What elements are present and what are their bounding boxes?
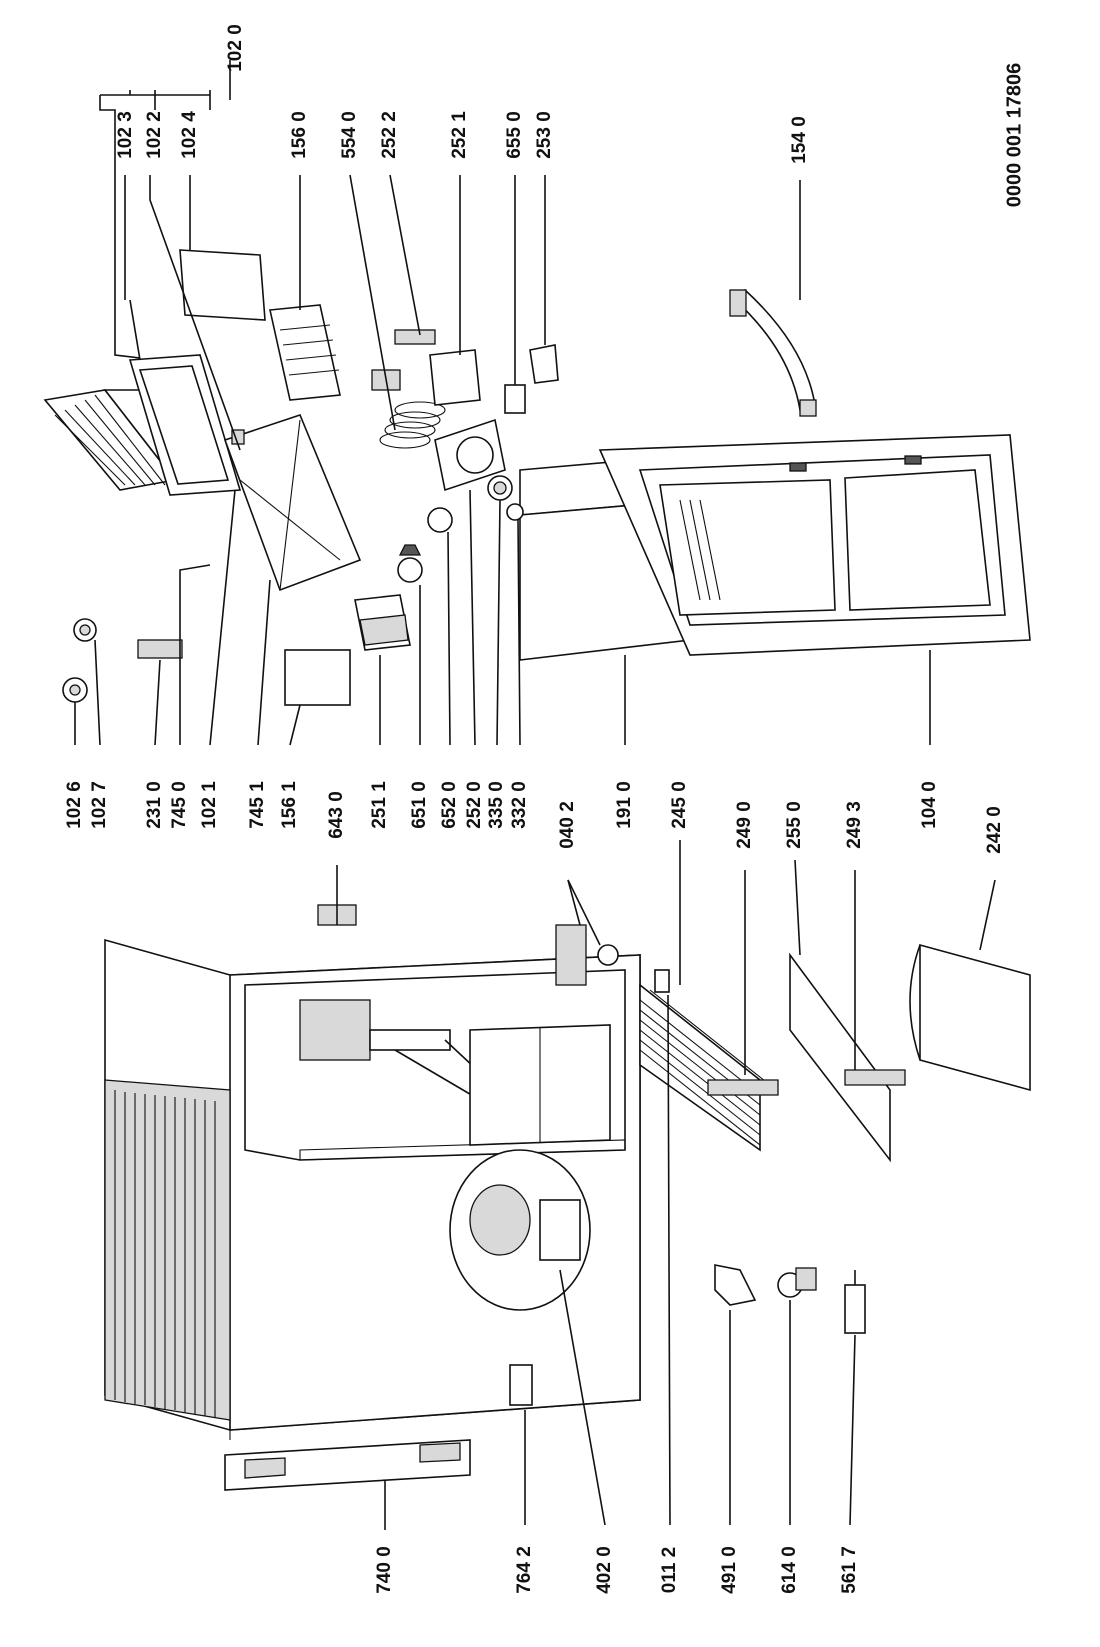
part-label-p1022: 102 2	[144, 111, 165, 159]
part-label-p6520: 652 0	[439, 781, 460, 829]
part-label-p2520: 252 0	[464, 781, 485, 829]
part-label-p1560: 156 0	[289, 111, 310, 159]
part-label-p2310: 231 0	[144, 781, 165, 829]
door-assembly	[598, 434, 1031, 656]
magnet-strip	[137, 639, 183, 659]
part-label-p3320: 332 0	[509, 781, 530, 829]
drawing-number: 0000 001 17806	[1003, 63, 1025, 208]
control-bracket	[429, 349, 481, 406]
glass-shelf	[789, 952, 891, 1163]
thermostat-housing	[434, 418, 506, 492]
door-hinge-bracket	[555, 924, 619, 986]
door-handle	[729, 288, 817, 417]
part-label-p2511: 251 1	[369, 781, 390, 829]
part-label-p7450: 745 0	[169, 781, 190, 829]
part-label-p4020: 402 0	[594, 1546, 615, 1594]
cabinet-foot	[654, 969, 670, 993]
condenser-coil	[224, 1420, 471, 1491]
part-label-p6510: 651 0	[409, 781, 430, 829]
thermostat-knob	[487, 475, 513, 501]
part-label-p2420: 242 0	[984, 806, 1005, 854]
part-label-p1040: 104 0	[919, 781, 940, 829]
part-label-p6430: 643 0	[326, 791, 347, 839]
part-label-p0112: 011 2	[659, 1547, 680, 1594]
thermostat-sensor	[844, 1270, 866, 1334]
starter-relay	[509, 1364, 533, 1406]
part-label-p1023: 102 3	[115, 111, 136, 159]
egg-tray	[284, 649, 351, 706]
part-label-p5540: 554 0	[339, 111, 360, 159]
part-label-p2450: 245 0	[669, 781, 690, 829]
bulb-socket	[427, 507, 453, 533]
wire-shelf	[639, 983, 771, 1152]
bracket-clip	[394, 329, 436, 345]
lamp-housing	[354, 594, 411, 651]
part-label-p6140: 614 0	[779, 1546, 800, 1594]
part-label-p1027: 102 7	[89, 781, 110, 829]
part-label-p2493: 249 3	[844, 801, 865, 849]
spring-coil	[379, 401, 446, 449]
shelf-trim-front	[707, 1079, 779, 1096]
part-label-p6550: 655 0	[504, 111, 525, 159]
part-label-p1024: 102 4	[179, 111, 200, 159]
part-label-p2490: 249 0	[734, 801, 755, 849]
knob-cap	[506, 503, 524, 521]
cabinet-body	[104, 938, 641, 1431]
lamp-cover	[714, 1264, 757, 1306]
part-label-p0402: 040 2	[557, 801, 578, 849]
part-label-p5617: 561 7	[839, 1546, 860, 1594]
part-label-p2522: 252 2	[379, 111, 400, 159]
ice-tray-top	[269, 304, 341, 401]
part-label-p7400: 740 0	[374, 1546, 395, 1594]
part-label-p2550: 255 0	[784, 801, 805, 849]
part-label-p4910: 491 0	[719, 1546, 740, 1594]
freezer-hinge	[129, 299, 141, 361]
part-label-p1910: 191 0	[614, 781, 635, 829]
part-label-p1026: 102 6	[64, 781, 85, 829]
part-label-p1561: 156 1	[279, 781, 300, 829]
freezer-door	[128, 354, 242, 496]
door-switch	[529, 344, 559, 384]
part-label-p1540: 154 0	[789, 116, 810, 164]
hinge-pin-2	[73, 618, 97, 642]
relay-switch	[777, 1267, 817, 1298]
part-label-p1020: 102 0	[225, 24, 246, 72]
shelf-trim-rear	[844, 1069, 906, 1086]
crisper-drawer	[909, 943, 1031, 1092]
part-label-p7642: 764 2	[514, 1546, 535, 1594]
part-labels: 102 0 102 3 102 2 102 4 156 0 554 0 252 …	[64, 24, 1025, 1594]
drip-tray	[223, 414, 362, 592]
front-panel-strip	[179, 249, 266, 321]
part-label-p2521: 252 1	[449, 111, 470, 159]
hinge-pin-1	[62, 677, 88, 703]
leader-lines	[74, 60, 996, 1530]
light-bulb	[397, 544, 423, 583]
part-label-p1021: 102 1	[199, 781, 220, 829]
switch-button	[504, 384, 526, 414]
part-label-p3350: 335 0	[486, 781, 507, 829]
part-label-p7451: 745 1	[247, 781, 268, 829]
part-label-p2530: 253 0	[534, 111, 555, 159]
